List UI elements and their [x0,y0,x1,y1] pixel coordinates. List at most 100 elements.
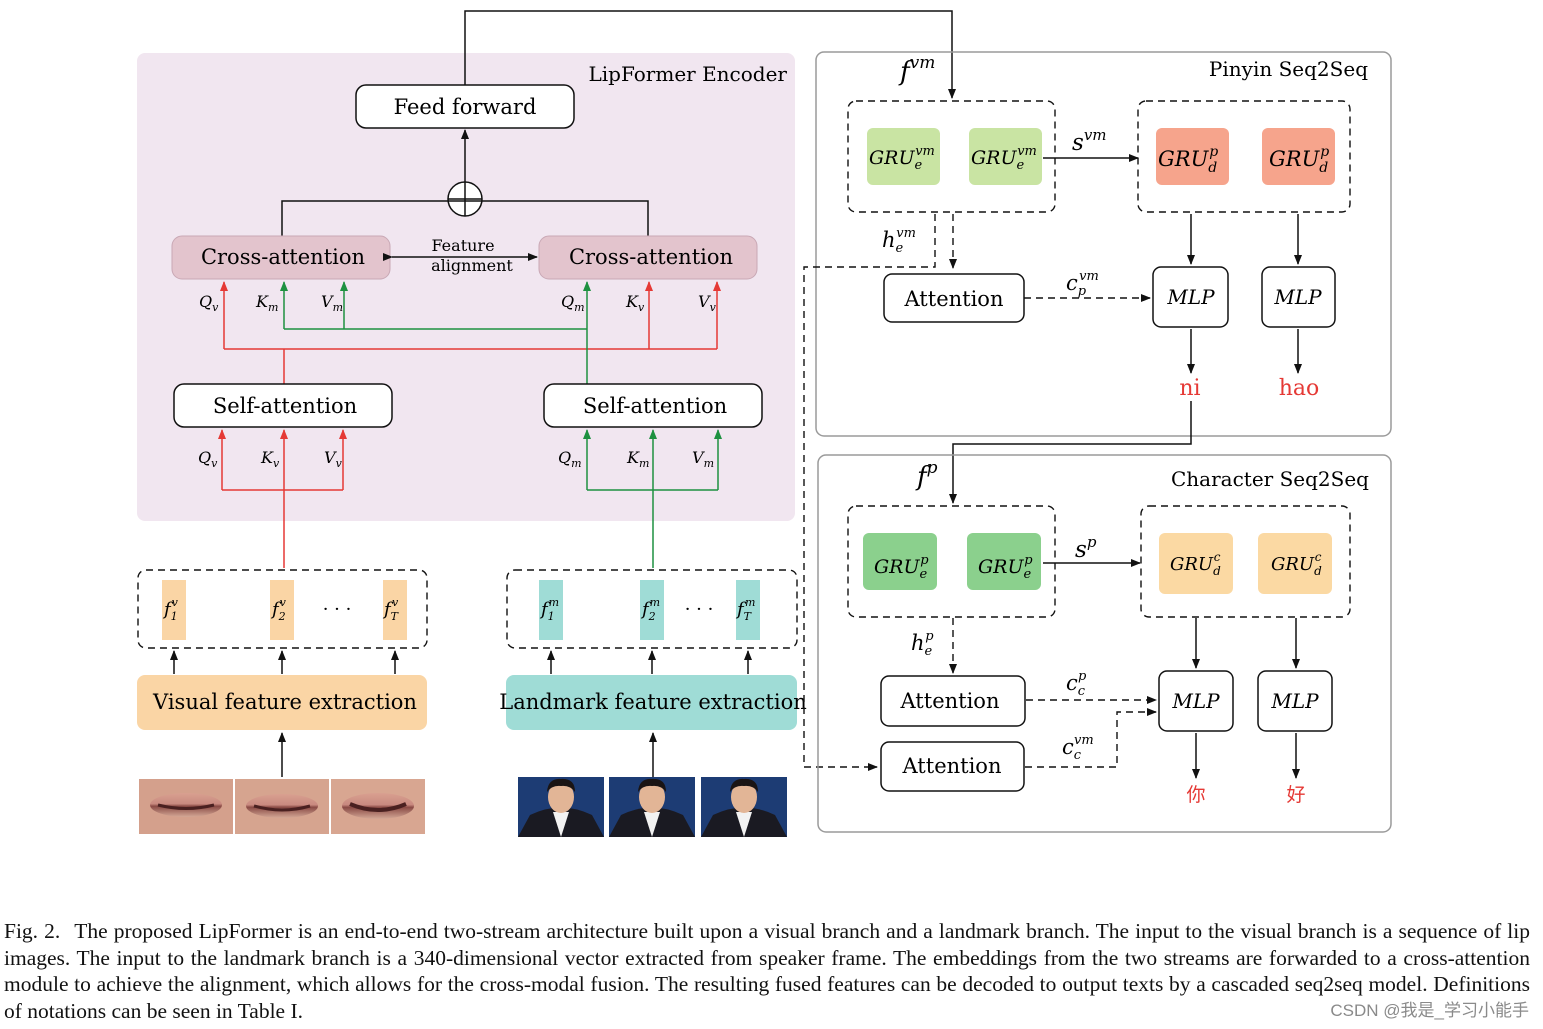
svg-text:f2m: f2m [640,596,660,623]
landmark-feature-labels: f1m f2m fTm [539,596,755,623]
visual-feature-extraction-label: Visual feature extraction [152,690,417,714]
speaker-frame-sequence [518,777,787,837]
character-attention-label-2: Attention [902,754,1002,778]
figure-caption: Fig. 2.The proposed LipFormer is an end-… [4,918,1530,1024]
self-attention-right-label: Self-attention [583,394,727,418]
pinyin-seq2seq-panel [815,51,1392,437]
svg-text:GRUep: GRUep [978,553,1033,582]
feed-forward-label: Feed forward [394,95,537,119]
landmark-feature-extraction-box [506,675,797,730]
landmark-to-cross-attention-wiring [280,281,591,384]
cross-attention-merge-line [281,200,649,236]
visual-self-attention-wiring [218,429,347,568]
feature-alignment-label-2: alignment [431,256,513,275]
f-p-label: fp [915,458,938,492]
encoder-output-arrow [464,10,956,99]
gru-e-p-labels: GRUep GRUep [874,553,1033,582]
gru-e-vm-box-1 [867,128,940,185]
character-decoder-group [1140,505,1351,618]
speaker-frame-1 [518,777,604,837]
gru-d-p-box-1 [1156,128,1229,185]
landmark-ellipsis: · · · [685,599,714,620]
visual-feature-labels: f1v f2v fTv [162,596,400,623]
landmark-feature-f2 [640,580,664,640]
pinyin-mlp-box-2 [1261,266,1336,328]
c-p-vm-label: cpvm [1066,269,1099,299]
f-vm-label: fvm [898,53,935,87]
s-p-label: sp [1075,533,1097,563]
visual-feature-fT [383,580,407,640]
svg-text:f2v: f2v [270,596,287,623]
gru-d-c-box-2 [1258,533,1332,594]
gru-d-c-labels: GRUdc GRUdc [1170,550,1322,578]
gru-e-vm-box-2 [969,128,1042,185]
figure-label: Fig. 2. [4,919,61,943]
visual-feature-extraction-box [137,675,427,730]
character-attention-label-1: Attention [900,689,1000,713]
pinyin-attention-label: Attention [904,287,1004,311]
gru-e-p-box-2 [967,533,1041,590]
gru-d-p-box-2 [1262,128,1335,185]
gru-d-p-labels: GRUdp GRUdp [1158,144,1329,176]
c-c-p-label: ccp [1066,669,1087,699]
pinyin-to-character-arrow [949,401,1192,504]
c-c-vm-label: ccvm [1062,733,1094,763]
character-seq2seq-panel [817,454,1392,833]
character-mlp-label-2: MLP [1270,689,1319,713]
landmark-feature-f1 [539,580,563,640]
cross-attention-right-box [538,235,758,280]
svg-text:GRUdc: GRUdc [1271,550,1322,578]
pinyin-mlp-label-2: MLP [1273,285,1322,309]
visual-to-cross-attention-wiring [220,281,721,384]
feature-alignment-label-1: Feature [431,236,494,255]
pinyin-mlp-box-1 [1152,266,1229,328]
h-e-p-label: hep [911,629,934,659]
svg-text:GRUep: GRUep [874,553,929,582]
svg-text:f1v: f1v [162,596,179,623]
svg-text:GRUevm: GRUevm [971,144,1037,173]
plus-icon [448,182,482,216]
character-mlp-label-1: MLP [1171,689,1220,713]
watermark: CSDN @我是_学习小能手 [1330,1001,1529,1020]
lip-image-2 [235,779,329,834]
gru-e-vm-labels: GRUevm GRUevm [869,144,1037,173]
architecture-diagram: LipFormer Encoder Feed forward Cross-att… [137,10,1392,837]
lip-image-3 [331,779,425,834]
s-vm-label: svm [1072,126,1107,156]
figure-caption-text: The proposed LipFormer is an end-to-end … [4,919,1530,1023]
svg-text:GRUdc: GRUdc [1170,550,1221,578]
speaker-frame-2 [609,777,695,837]
landmark-self-attention-wiring [583,429,722,568]
gru-d-c-box-1 [1159,533,1233,594]
lip-image-1 [139,779,233,834]
speaker-frame-3 [701,777,787,837]
cross-attention-left-label: Cross-attention [201,245,365,269]
pinyin-decoder-group [1137,100,1351,213]
landmark-feature-extraction-label: Landmark feature extraction [499,690,806,714]
lip-image-sequence [139,779,425,834]
cross-attention-right-label: Cross-attention [569,245,733,269]
pinyin-output-hao: hao [1279,376,1320,401]
self-attention-left-label: Self-attention [213,394,357,418]
visual-ellipsis: · · · [323,599,352,620]
svg-text:f1m: f1m [539,596,559,623]
character-title: Character Seq2Seq [1171,467,1369,491]
pinyin-mlp-label-1: MLP [1166,285,1215,309]
visual-feature-sequence [137,569,428,649]
pinyin-title: Pinyin Seq2Seq [1209,57,1368,81]
self-attention-right-box [543,383,763,428]
h-e-vm-to-character-attention-arrow [803,214,936,771]
character-attention-box-1 [880,675,1026,727]
character-attention-box-2 [880,741,1025,792]
pinyin-output-ni: ni [1179,376,1200,401]
landmark-feature-sequence [506,569,798,649]
visual-feature-f2 [270,580,294,640]
svg-text:fTm: fTm [735,596,755,623]
svg-text:GRUdp: GRUdp [1269,144,1329,176]
character-mlp-box-2 [1257,670,1333,732]
self-attention-left-box [173,383,393,428]
character-output-hao: 好 [1286,784,1305,806]
h-e-vm-label: hevm [882,226,916,256]
landmark-feature-fT [736,580,760,640]
gru-e-p-box-1 [863,533,937,590]
